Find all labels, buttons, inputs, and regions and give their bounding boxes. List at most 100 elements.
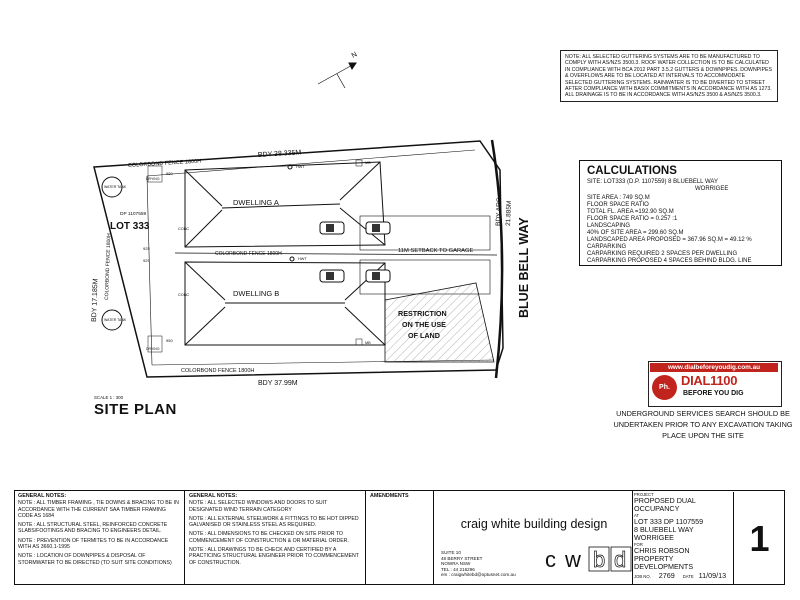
lot-dp-label: DP 1107559: [120, 211, 147, 217]
bdy-top-label: BDY 38.335M: [258, 149, 302, 159]
job-number: 2769: [658, 571, 675, 580]
project-details: PROJECT PROPOSED DUAL OCCUPANCY AT LOT 3…: [634, 492, 732, 580]
drying-a-label: DRYING: [146, 177, 160, 181]
logo-letter: w: [564, 547, 581, 572]
company-name: craig white building design: [460, 517, 608, 531]
for-label: FOR: [634, 542, 643, 547]
mb-a-label: MB: [365, 161, 371, 165]
calc-site-line1: SITE: LOT333 (D.P. 1107559) 8 BLUEBELL W…: [587, 179, 718, 185]
dwelling-a-outline: [184, 161, 386, 248]
client-1: CHRIS ROBSON: [634, 546, 690, 555]
dim-925-b: 925: [143, 258, 150, 263]
underground-note: UNDERGROUND SERVICES SEARCH SHOULD BE UN…: [613, 409, 793, 440]
address-line: em : craigwhitebd@optusnet.com.au: [441, 572, 516, 578]
calc-carparking-heading: CARPARKING: [587, 244, 627, 250]
gn2-note-0: NOTE : ALL SELECTED WINDOWS AND DOORS TO…: [189, 500, 328, 513]
water-tank-b-label: WATER TANK: [104, 318, 127, 322]
calc-site-area: SITE AREA : 749 SQ.M: [587, 195, 650, 201]
job-label: JOB NO.: [634, 574, 651, 579]
conc-a-label: CONC: [178, 227, 189, 231]
calc-landscape-prop: LANDSCAPED AREA PROPOSED = 367.96 SQ.M =…: [587, 237, 752, 243]
calc-fsr: FLOOR SPACE RATIO = 0.257 :1: [587, 216, 678, 222]
calc-fsr-heading: FLOOR SPACE RATIO: [587, 202, 649, 208]
gn1-note-2: NOTE : PREVENTION OF TERMITES TO BE IN A…: [18, 537, 169, 551]
logo-letter: c: [545, 547, 556, 572]
calc-landscaping-heading: LANDSCAPING: [587, 223, 631, 229]
general-notes-1-heading: GENERAL NOTES:: [18, 493, 67, 499]
calc-carparking-prop: CARPARKING PROPOSED 4 SPACES BEHIND BLDG…: [587, 258, 752, 264]
site-plan-title: SITE PLAN: [94, 401, 177, 418]
dwelling-b-label: DWELLING B: [233, 289, 279, 298]
lot-boundary: [93, 140, 504, 378]
hwt-b-label: HWT: [298, 257, 307, 261]
dim-925-a: 925: [143, 246, 150, 251]
restriction-label-3: OF LAND: [408, 331, 440, 340]
date-label: DATE: [682, 574, 694, 579]
gn2-note-3: NOTE : ALL DRAWINGS TO BE CHECK AND CERT…: [189, 547, 359, 566]
address-1: LOT 333 DP 1107559: [634, 517, 704, 526]
lot-label: LOT 333: [110, 221, 150, 232]
dwelling-a-label: DWELLING A: [233, 198, 279, 207]
guttering-note-text: NOTE: ALL SELECTED GUTTERING SYSTEMS ARE…: [565, 54, 772, 99]
car-icon: [319, 221, 391, 283]
calculations-title: CALCULATIONS: [587, 165, 677, 177]
water-tank-a-label: WATER TANK: [104, 185, 127, 189]
restriction-label-2: ON THE USE: [402, 320, 446, 329]
conc-b-label: CONC: [178, 293, 189, 297]
address-line: TEL : 44 216296: [441, 566, 475, 572]
street-label: BLUE BELL WAY: [517, 217, 531, 318]
date-value: 11/09/13: [698, 571, 727, 580]
logo-letter: b: [593, 547, 605, 572]
fence-top-label: COLORBOND FENCE 1800H: [128, 159, 202, 169]
address-line: 48 BERRY STREET: [441, 555, 483, 561]
guttering-note: NOTE: ALL SELECTED GUTTERING SYSTEMS ARE…: [560, 50, 778, 102]
setback-label: 11M SETBACK TO GARAGE: [398, 248, 474, 254]
general-notes-1: GENERAL NOTES: NOTE : ALL TIMBER FRAMING…: [14, 490, 185, 585]
cwbd-logo: c w b d: [545, 546, 632, 572]
dwelling-b-outline: [184, 261, 386, 346]
address-line: SUITE 10: [441, 550, 461, 555]
amendments-cell: AMENDMENTS: [366, 490, 434, 585]
dim-950-a: 950: [166, 171, 173, 176]
fence-left-label: COLORBOND FENCE 1800H: [104, 233, 112, 300]
bdy-arc-length: 21.885M: [505, 201, 513, 227]
bdy-left-label: BDY 17.185M: [91, 278, 100, 322]
dial-sub: BEFORE YOU DIG: [683, 390, 744, 397]
dial-number: DIAL1100: [681, 373, 738, 388]
water-tank-b-icon: [101, 309, 123, 331]
calc-site-line2: WORRIGEE: [695, 186, 729, 192]
fence-bottom-label: COLORBOND FENCE 1800H: [181, 368, 254, 374]
fence-mid-label: COLORBOND FENCE 1800H: [215, 251, 282, 257]
north-label: N: [351, 51, 359, 60]
bdy-bottom-label: BDY 37.99M: [258, 380, 298, 387]
general-notes-2: GENERAL NOTES: NOTE : ALL SELECTED WINDO…: [185, 490, 366, 585]
bdy-arc-label: BDY ARC: [495, 197, 503, 226]
calc-landscape-req: 40% OF SITE AREA = 299.60 SQ.M: [587, 230, 684, 236]
amendments-heading: AMENDMENTS: [370, 493, 409, 499]
hwt-a-label: HWT: [296, 165, 305, 169]
title-block: [14, 490, 785, 585]
dim-950-b: 950: [166, 338, 173, 343]
client-2: PROPERTY DEVELOPMENTS: [634, 554, 694, 571]
gn1-note-3: NOTE : LOCATION OF DOWNPIPES & DISPOSAL …: [18, 553, 172, 566]
calc-total-fl-area: TOTAL FL. AREA =192.90 SQ.M: [587, 209, 674, 215]
project-label: PROJECT: [634, 492, 654, 497]
calc-carparking-req: CARPARKING REQUIRED 2 SPACES PER DWELLIN…: [587, 251, 738, 257]
gn1-note-0: NOTE : ALL TIMBER FRAMING , TIE DOWNS & …: [18, 500, 179, 519]
gn2-note-2: NOTE : ALL DIMENSIONS TO BE CHECKED ON S…: [189, 531, 349, 544]
general-notes-2-heading: GENERAL NOTES:: [189, 493, 238, 499]
scale-label: SCALE 1 : 300: [94, 395, 124, 400]
at-label: AT: [634, 513, 640, 518]
company-cell: [434, 490, 633, 585]
logo-letter: d: [614, 547, 626, 572]
drying-b-label: DRYING: [146, 347, 160, 351]
phone-icon: Ph.: [652, 375, 677, 400]
address-3: WORRIGEE: [634, 533, 674, 542]
restriction-label-1: RESTRICTION: [398, 309, 447, 318]
project-name: PROPOSED DUAL OCCUPANCY: [634, 496, 696, 513]
job-row: JOB NO. 2769 DATE 11/09/13: [634, 572, 732, 580]
company-address: SUITE 10 48 BERRY STREET NOWRA NSW TEL :…: [441, 550, 541, 578]
address-2: 8 BLUEBELL WAY: [634, 525, 694, 534]
calculations-panel: CALCULATIONS SITE: LOT333 (D.P. 1107559)…: [579, 160, 782, 266]
